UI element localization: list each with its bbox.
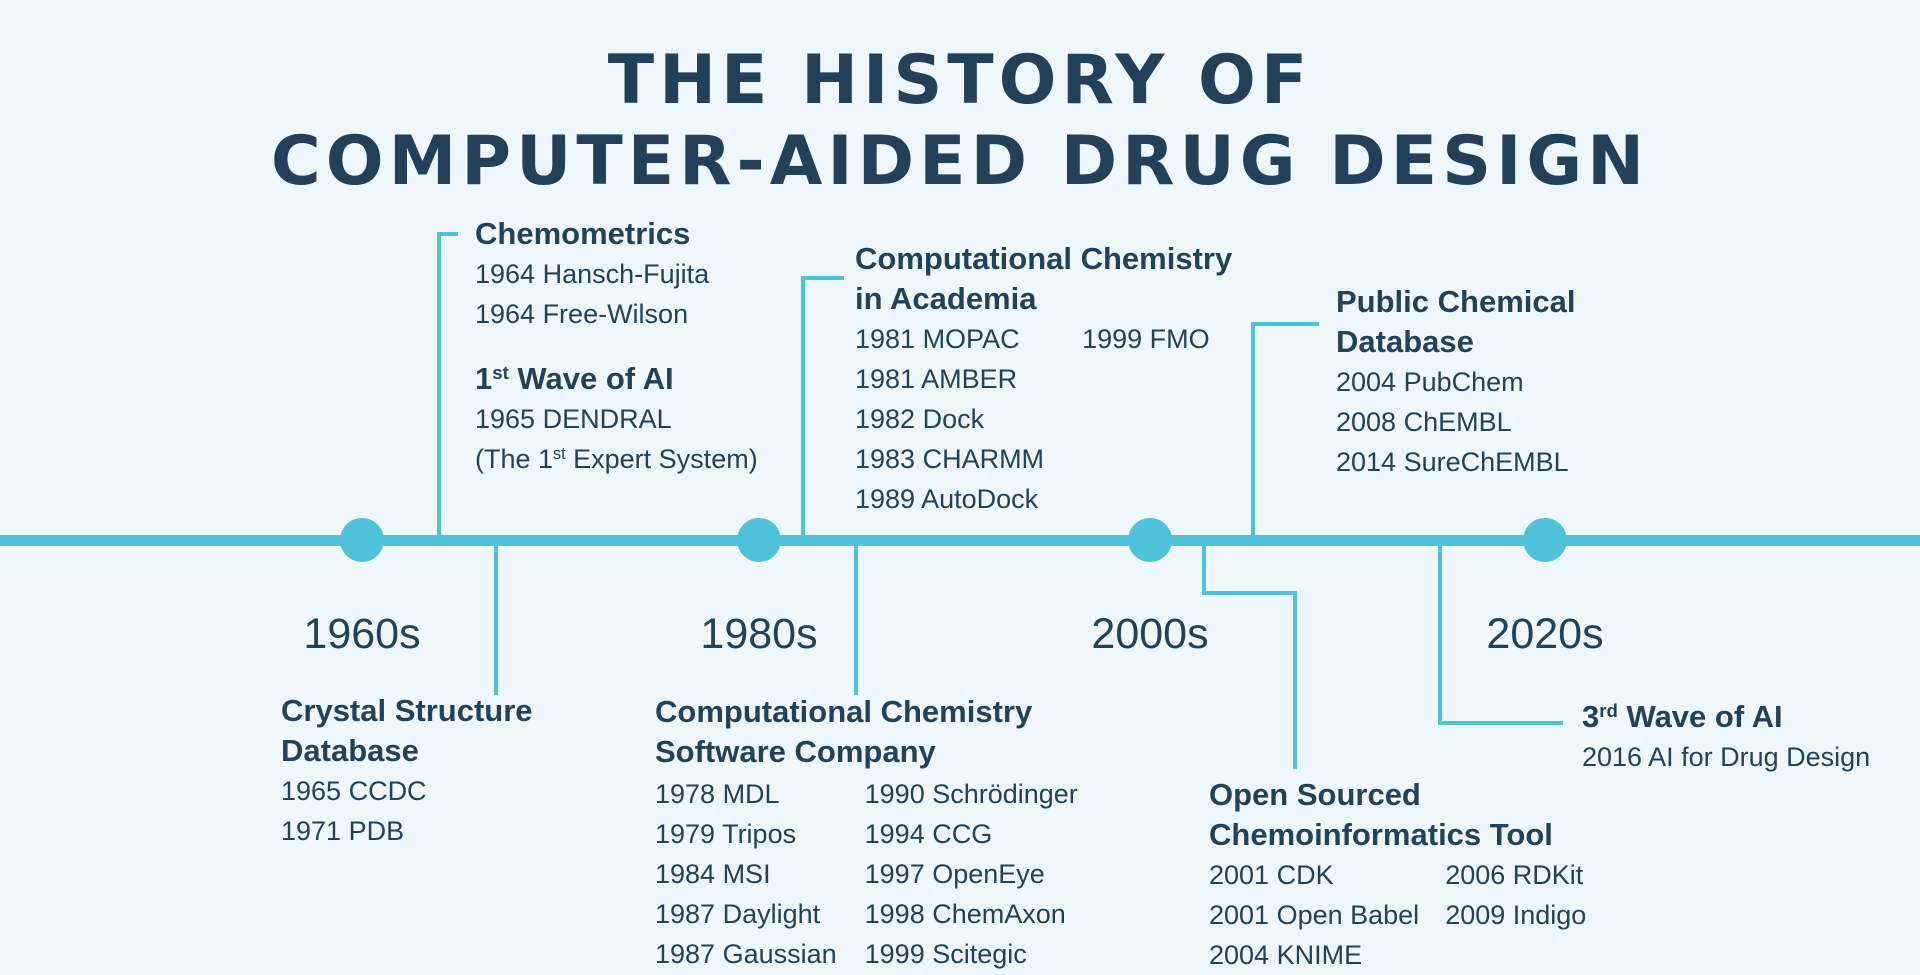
academia-heading-line-2: in Academia	[855, 281, 1037, 316]
software-item: 1978 MDL	[655, 779, 780, 809]
decade-label-2000s: 2000s	[1091, 610, 1209, 658]
chemometrics-block: Chemometrics 1964 Hansch-Fujita 1964 Fre…	[475, 214, 709, 334]
timeline-dot-2020s	[1523, 518, 1567, 562]
software-item: 1984 MSI	[655, 859, 771, 889]
academia-col-1: 1981 MOPAC 1981 AMBER 1982 Dock 1983 CHA…	[855, 319, 1044, 519]
wave1-heading-text: Wave of AI	[508, 361, 674, 396]
software-heading-line-1: Computational Chemistry	[655, 694, 1033, 729]
software-heading-line-2: Software Company	[655, 734, 936, 769]
software-item: 1987 Daylight	[655, 899, 821, 929]
connector-chemometrics	[437, 232, 441, 536]
wave3-heading: 3rd Wave of AI	[1582, 697, 1870, 737]
connector-open-source-b	[1202, 591, 1297, 595]
crystal-item: 1971 PDB	[281, 816, 405, 846]
open-source-block: Open Sourced Chemoinformatics Tool 2001 …	[1209, 775, 1586, 975]
wave1-item2-pre: (The 1	[475, 444, 554, 474]
wave3-block: 3rd Wave of AI 2016 AI for Drug Design	[1582, 697, 1870, 777]
connector-wave3-b	[1438, 721, 1563, 725]
academia-col-2: 1999 FMO	[1082, 319, 1210, 519]
wave1-heading: 1st Wave of AI	[475, 359, 758, 399]
software-col-1: 1978 MDL 1979 Tripos 1984 MSI 1987 Dayli…	[655, 774, 837, 974]
connector-public-db-tick	[1251, 322, 1319, 326]
academia-item: 1999 FMO	[1082, 324, 1210, 354]
open-source-col-2: 2006 RDKit 2009 Indigo	[1445, 855, 1586, 975]
academia-item: 1983 CHARMM	[855, 444, 1045, 474]
connector-chemometrics-tick	[437, 232, 458, 236]
open-source-item: 2006 RDKit	[1445, 860, 1584, 890]
software-item: 1990 Schrödinger	[864, 779, 1078, 809]
timeline-axis	[0, 535, 1920, 546]
academia-item: 1982 Dock	[855, 404, 985, 434]
timeline-dot-2000s	[1128, 518, 1172, 562]
crystal-heading-line-1: Crystal Structure	[281, 693, 533, 728]
wave1-item2-sup: st	[553, 445, 566, 464]
connector-academia-tick	[801, 276, 844, 280]
decade-label-2020s: 2020s	[1486, 610, 1604, 658]
academia-item: 1981 MOPAC	[855, 324, 1020, 354]
connector-open-source-c	[1293, 591, 1297, 769]
page-title-line-1: THE HISTORY OF	[607, 41, 1313, 120]
software-item: 1979 Tripos	[655, 819, 797, 849]
crystal-block: Crystal Structure Database 1965 CCDC 197…	[281, 691, 533, 851]
wave3-heading-num: 3	[1582, 699, 1600, 734]
public-db-block: Public Chemical Database 2004 PubChem 20…	[1336, 282, 1575, 482]
public-db-item: 2014 SureChEMBL	[1336, 447, 1569, 477]
wave3-heading-text: Wave of AI	[1617, 699, 1783, 734]
connector-software	[854, 545, 858, 695]
academia-item: 1981 AMBER	[855, 364, 1018, 394]
software-item: 1987 Gaussian	[655, 939, 837, 969]
wave3-heading-sup: rd	[1599, 699, 1618, 721]
wave1-heading-sup: st	[492, 361, 509, 383]
software-col-2: 1990 Schrödinger 1994 CCG 1997 OpenEye 1…	[865, 774, 1078, 974]
open-source-item: 2001 Open Babel	[1209, 900, 1420, 930]
timeline-dot-1980s	[737, 518, 781, 562]
public-db-item: 2004 PubChem	[1336, 367, 1524, 397]
wave1-item: (The 1st Expert System)	[475, 439, 758, 479]
connector-wave3-a	[1438, 545, 1442, 725]
crystal-item: 1965 CCDC	[281, 776, 427, 806]
connector-open-source-a	[1202, 545, 1206, 595]
wave3-item: 2016 AI for Drug Design	[1582, 742, 1871, 772]
decade-label-1960s: 1960s	[303, 610, 421, 658]
connector-academia	[801, 276, 805, 536]
software-item: 1998 ChemAxon	[864, 899, 1066, 929]
open-source-heading-line-2: Chemoinformatics Tool	[1209, 817, 1553, 852]
open-source-heading-line-1: Open Sourced	[1209, 777, 1421, 812]
wave1-heading-num: 1	[475, 361, 493, 396]
open-source-item: 2009 Indigo	[1445, 900, 1587, 930]
connector-public-db	[1251, 322, 1255, 536]
software-item: 1994 CCG	[864, 819, 993, 849]
software-item: 1997 OpenEye	[864, 859, 1045, 889]
academia-heading-line-1: Computational Chemistry	[855, 241, 1233, 276]
open-source-col-1: 2001 CDK 2001 Open Babel 2004 KNIME	[1209, 855, 1419, 975]
crystal-heading-line-2: Database	[281, 733, 419, 768]
academia-item: 1989 AutoDock	[855, 484, 1039, 514]
public-db-heading-line-1: Public Chemical	[1336, 284, 1576, 319]
page-title-line-2: COMPUTER-AIDED DRUG DESIGN	[270, 122, 1650, 201]
connector-crystal	[494, 545, 498, 695]
chemometrics-item: 1964 Free-Wilson	[475, 299, 689, 329]
software-item: 1999 Scitegic	[864, 939, 1027, 969]
open-source-item: 2001 CDK	[1209, 860, 1334, 890]
public-db-heading-line-2: Database	[1336, 324, 1474, 359]
academia-block: Computational Chemistry in Academia 1981…	[855, 239, 1232, 519]
chemometrics-heading: Chemometrics	[475, 216, 691, 251]
timeline-dot-1960s	[340, 518, 384, 562]
public-db-item: 2008 ChEMBL	[1336, 407, 1512, 437]
software-block: Computational Chemistry Software Company…	[655, 692, 1078, 974]
chemometrics-item: 1964 Hansch-Fujita	[475, 259, 710, 289]
wave1-item2-post: Expert System)	[565, 444, 758, 474]
open-source-item: 2004 KNIME	[1209, 940, 1363, 970]
wave1-item: 1965 DENDRAL	[475, 404, 672, 434]
decade-label-1980s: 1980s	[700, 610, 818, 658]
wave1-block: 1st Wave of AI 1965 DENDRAL (The 1st Exp…	[475, 359, 758, 479]
